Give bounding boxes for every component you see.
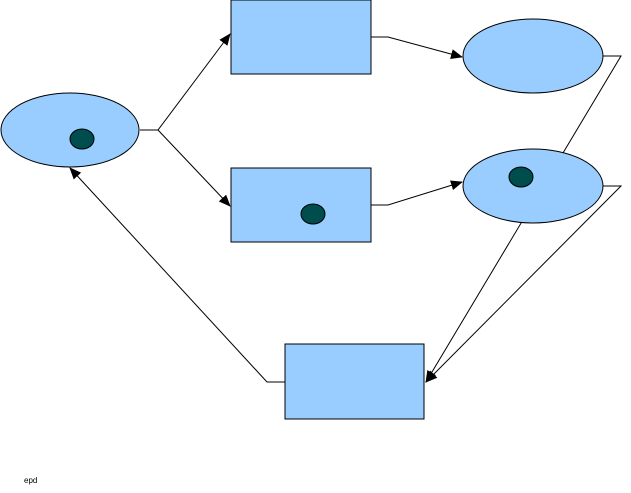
token-dot [508, 166, 534, 188]
place-left-shape [0, 92, 140, 168]
arc-place-top-right-to-transition-bottom [425, 55, 622, 383]
place-top-right-shape [462, 18, 604, 94]
transition-top-shape [230, 0, 372, 75]
arc-place-left-to-transition-top [140, 33, 231, 131]
place-mid-right-shape [462, 148, 604, 224]
transition-bottom[interactable] [284, 343, 425, 420]
place-top-right[interactable] [462, 18, 604, 94]
place-left[interactable] [0, 92, 140, 168]
arc-place-mid-right-to-transition-bottom [425, 185, 623, 383]
transition-bottom-shape [284, 343, 425, 420]
transition-middle[interactable] [230, 167, 372, 243]
arc-transition-bottom-to-place-left [69, 167, 285, 383]
token-dot [300, 203, 326, 225]
arc-place-left-to-transition-middle [157, 129, 231, 207]
token-dot [69, 128, 95, 150]
arc-transition-middle-to-place-mid-right [371, 180, 463, 206]
transition-middle-shape [230, 167, 372, 243]
place-mid-right[interactable] [462, 148, 604, 224]
transition-top[interactable] [230, 0, 372, 75]
arc-transition-top-to-place-top-right [371, 36, 463, 59]
diagram-caption: epd [24, 476, 38, 485]
